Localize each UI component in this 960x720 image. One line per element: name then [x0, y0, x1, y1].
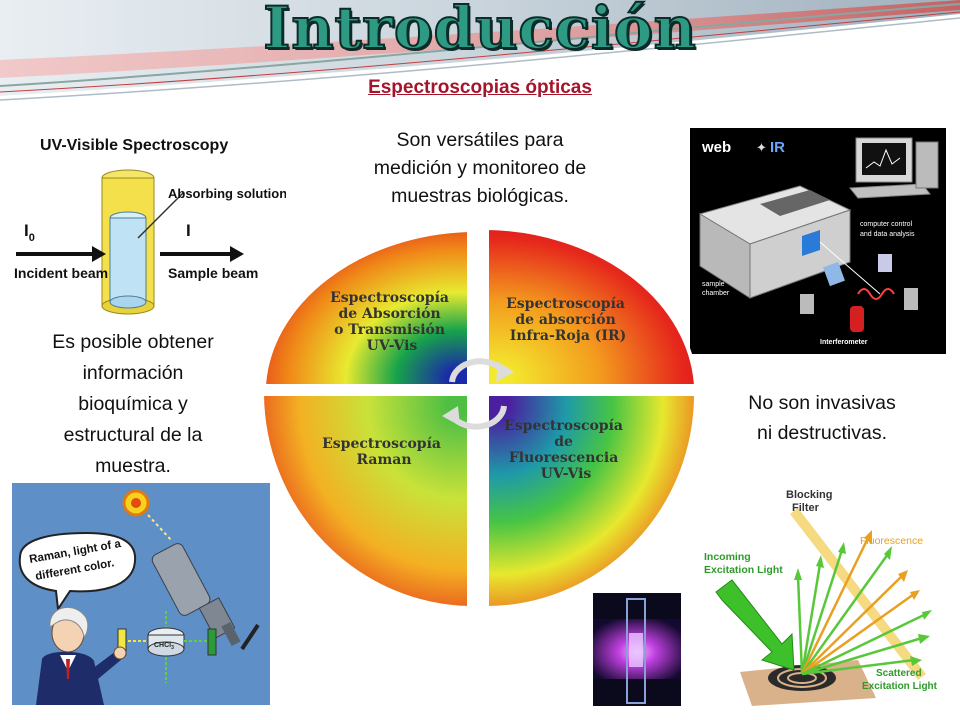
- computer-label-1: computer control: [860, 221, 913, 228]
- slide-title: Introducción: [262, 0, 697, 63]
- incident-label: Incident beam: [14, 265, 108, 281]
- wheel-label-ir: Espectroscopía de absorción Infra-Roja (…: [506, 296, 630, 344]
- speech-bubble: Raman, light of a different color.: [18, 531, 137, 612]
- text-line: estructural de la: [63, 424, 203, 446]
- absorbing-label: Absorbing solution: [168, 186, 286, 201]
- fluorescence-diagram: Blocking Filter Fluorescence Incoming Ex…: [682, 484, 958, 706]
- text-line: Es posible obtener: [52, 331, 214, 353]
- sample-chamber-label-1: sample: [702, 281, 725, 288]
- slide-subtitle: Espectroscopias ópticas: [368, 77, 592, 98]
- webir-brand: web: [701, 139, 731, 156]
- incoming-label-2: Excitation Light: [704, 564, 783, 576]
- blocking-label-2: Filter: [792, 502, 820, 514]
- telescope-icon: [151, 543, 241, 647]
- pointer-line: [137, 191, 185, 239]
- filter-green-icon: [207, 628, 217, 656]
- ir-instrument-image: web ✦ IR computer control and data analy…: [690, 128, 946, 354]
- mirror-icon: [240, 623, 260, 651]
- text-line: ni destructivas.: [756, 422, 888, 444]
- text-line: muestra.: [95, 455, 171, 477]
- webir-brand-ir: IR: [770, 139, 785, 156]
- scientist-illustration: [36, 606, 127, 705]
- uvvis-diagram: UV-Visible Spectroscopy Absorbing soluti…: [8, 126, 286, 316]
- spectroscopy-wheel: Espectroscopía de Absorción o Transmisió…: [259, 225, 699, 611]
- svg-text:I0: I0: [24, 221, 35, 244]
- incoming-arrow: [715, 579, 795, 671]
- scattered-label-1: Scattered: [876, 668, 922, 679]
- text-information: Es posible obtener información bioquímic…: [14, 327, 252, 482]
- text-versatile: Son versátiles para medición y monitoreo…: [330, 126, 630, 210]
- text-line: muestras biológicas.: [391, 185, 569, 207]
- scattered-label-2: Excitation Light: [862, 681, 938, 692]
- incoming-label-1: Incoming: [704, 551, 751, 563]
- uvvis-title: UV-Visible Spectroscopy: [40, 137, 228, 154]
- raman-cartoon-image: Raman, light of a different color. CHCl3: [12, 483, 270, 705]
- text-line: información: [82, 362, 184, 384]
- text-line: medición y monitoreo de: [373, 157, 587, 179]
- text-line: bioquímica y: [78, 393, 188, 415]
- chcl3-label: CHCl3: [154, 642, 174, 651]
- wheel-quadrant-uvvis-absorption: [261, 227, 471, 388]
- text-noninvasive: No son invasivas ni destructivas.: [712, 388, 932, 448]
- blocking-label-1: Blocking: [786, 489, 832, 501]
- i0-subscript: 0: [29, 232, 35, 244]
- fluorescence-cuvette-photo: [593, 593, 681, 706]
- wheel-quadrant-raman: [259, 392, 471, 611]
- fluorescence-label: Fluorescence: [860, 535, 923, 547]
- wheel-label-fluorescence: Espectroscopía de Fluorescencia UV-Vis: [504, 418, 628, 482]
- interferometer-label: Interferometer: [820, 339, 868, 346]
- wheel-label-raman: Espectroscopía Raman: [322, 436, 446, 468]
- text-line: No son invasivas: [748, 392, 896, 414]
- text-line: Son versátiles para: [396, 129, 564, 151]
- wheel-quadrant-fluorescence: [485, 392, 699, 611]
- sample-label: Sample beam: [168, 265, 258, 281]
- wheel-quadrant-ir: [485, 225, 699, 388]
- i0-label: I: [24, 221, 29, 240]
- header-banner: [0, 0, 960, 101]
- sample-chamber-label-2: chamber: [702, 290, 730, 297]
- sparkle-icon: ✦: [756, 140, 767, 155]
- wheel-label-uvvis-absorption: Espectroscopía de Absorción o Transmisió…: [330, 290, 454, 354]
- computer-label-2: and data analysis: [860, 231, 915, 238]
- i-label: I: [186, 221, 191, 240]
